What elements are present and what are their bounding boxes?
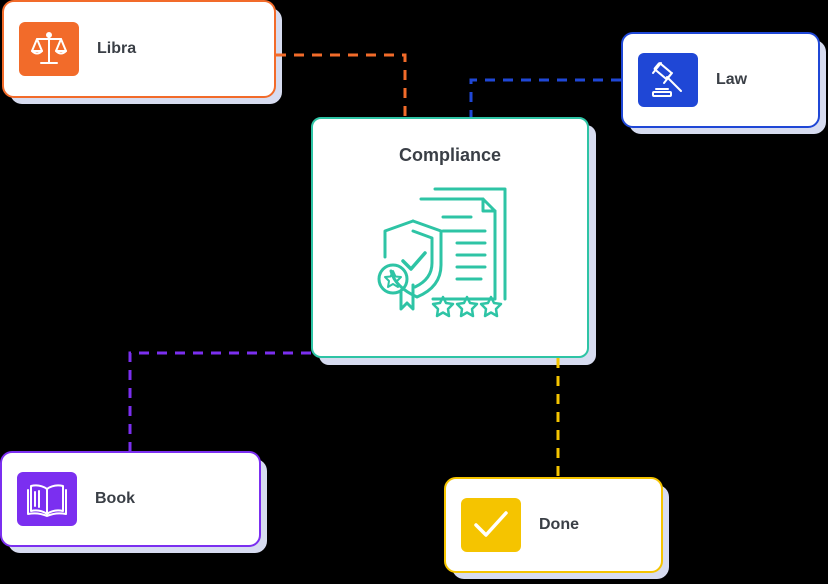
compliance-title: Compliance (398, 145, 502, 165)
book-label: Book (95, 490, 135, 507)
node-done: Done (444, 477, 669, 579)
done-label: Done (539, 516, 579, 533)
node-compliance: Compliance (311, 117, 596, 365)
node-libra: Libra (2, 0, 282, 104)
book-icon-box (17, 472, 77, 526)
libra-icon-box (19, 22, 79, 76)
libra-label: Libra (97, 40, 137, 57)
done-icon-box (461, 498, 521, 552)
law-label: Law (716, 71, 748, 88)
compliance-document-shield-icon (377, 187, 507, 318)
gavel-icon (652, 62, 682, 97)
node-book: Book (0, 451, 267, 553)
connector-law (469, 78, 621, 117)
connector-book (128, 351, 311, 451)
node-law: Law (621, 32, 826, 134)
open-book-icon (27, 484, 67, 517)
scales-icon (31, 32, 67, 64)
law-icon-box (638, 53, 698, 107)
connector-libra (276, 53, 407, 117)
checkmark-icon (474, 511, 508, 537)
